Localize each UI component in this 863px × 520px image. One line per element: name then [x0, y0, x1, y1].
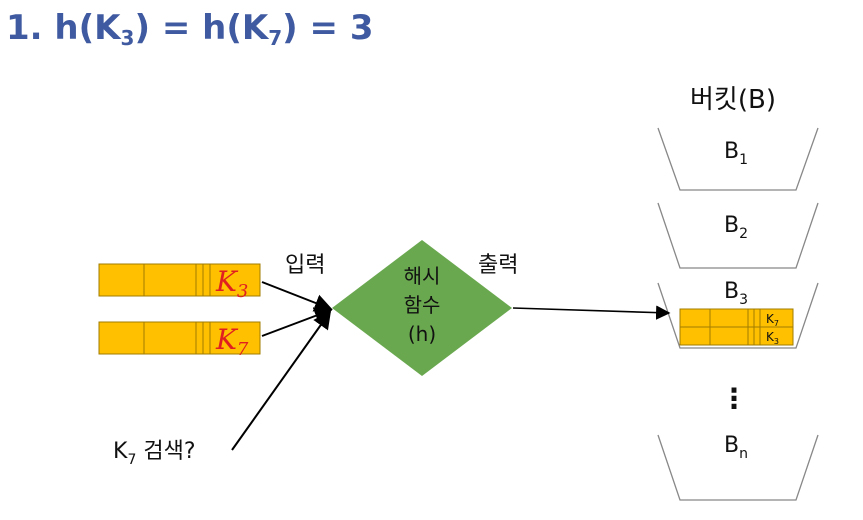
bucket-ellipsis: ⋮	[720, 382, 748, 415]
search-label: K7 검색?	[113, 439, 196, 468]
arrow-k3-to-hash	[261, 281, 333, 312]
bucket-1-label: B1	[724, 139, 748, 168]
stored-key-2: K3	[766, 330, 779, 346]
bucket-n-label: Bn	[724, 433, 748, 462]
hash-function-diamond	[332, 240, 512, 376]
arrow-k7-to-hash	[261, 307, 333, 337]
bucket-3-label: B3	[724, 279, 748, 308]
hash-function-line-2: 함수	[404, 293, 441, 317]
bucket-2-shape	[657, 202, 819, 269]
input-label: 입력	[285, 253, 325, 278]
bucket-3-records: K7 K3	[679, 308, 794, 346]
arrow-hash-to-bucket-3	[512, 305, 671, 320]
arrow-search-to-hash	[231, 310, 332, 451]
input-record-k3: K3	[98, 263, 261, 302]
stored-key-1: K7	[766, 312, 779, 328]
input-record-k7: K7	[98, 321, 261, 360]
bucket-n-shape	[657, 434, 819, 501]
stored-record-2	[679, 326, 794, 346]
bucket-title: 버킷(B)	[690, 85, 776, 115]
output-label: 출력	[478, 253, 518, 278]
handwritten-key-k7: K7	[215, 323, 249, 360]
bucket-2-label: B2	[724, 213, 748, 242]
hash-function-line-3: (h)	[408, 322, 436, 346]
page-title: 1. h(K3) = h(K7) = 3	[6, 8, 374, 50]
hash-function-line-1: 해시	[404, 264, 441, 288]
handwritten-key-k3: K3	[215, 265, 248, 302]
bucket-1-shape	[657, 127, 819, 191]
